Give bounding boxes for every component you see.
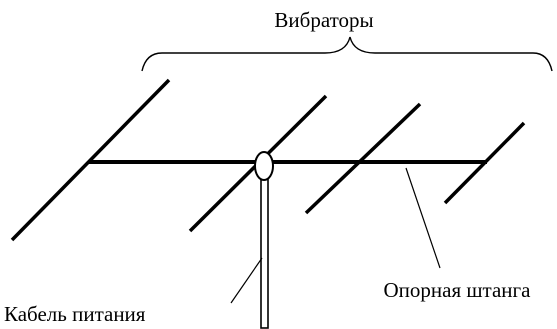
- feed-point: [254, 151, 274, 181]
- feed-cable-label: Кабель питания: [4, 302, 146, 326]
- vibrator-element: [10, 78, 171, 242]
- boom-label: Опорная штанга: [384, 278, 532, 302]
- vibrators-label: Вибраторы: [274, 8, 373, 32]
- vibrator-element: [304, 102, 422, 215]
- vibrators-bracket: [141, 36, 553, 72]
- boom-leader-line: [405, 167, 441, 269]
- feed-cable-leader-line: [230, 257, 263, 304]
- feed-cable: [260, 175, 269, 329]
- vibrator-element: [443, 121, 526, 205]
